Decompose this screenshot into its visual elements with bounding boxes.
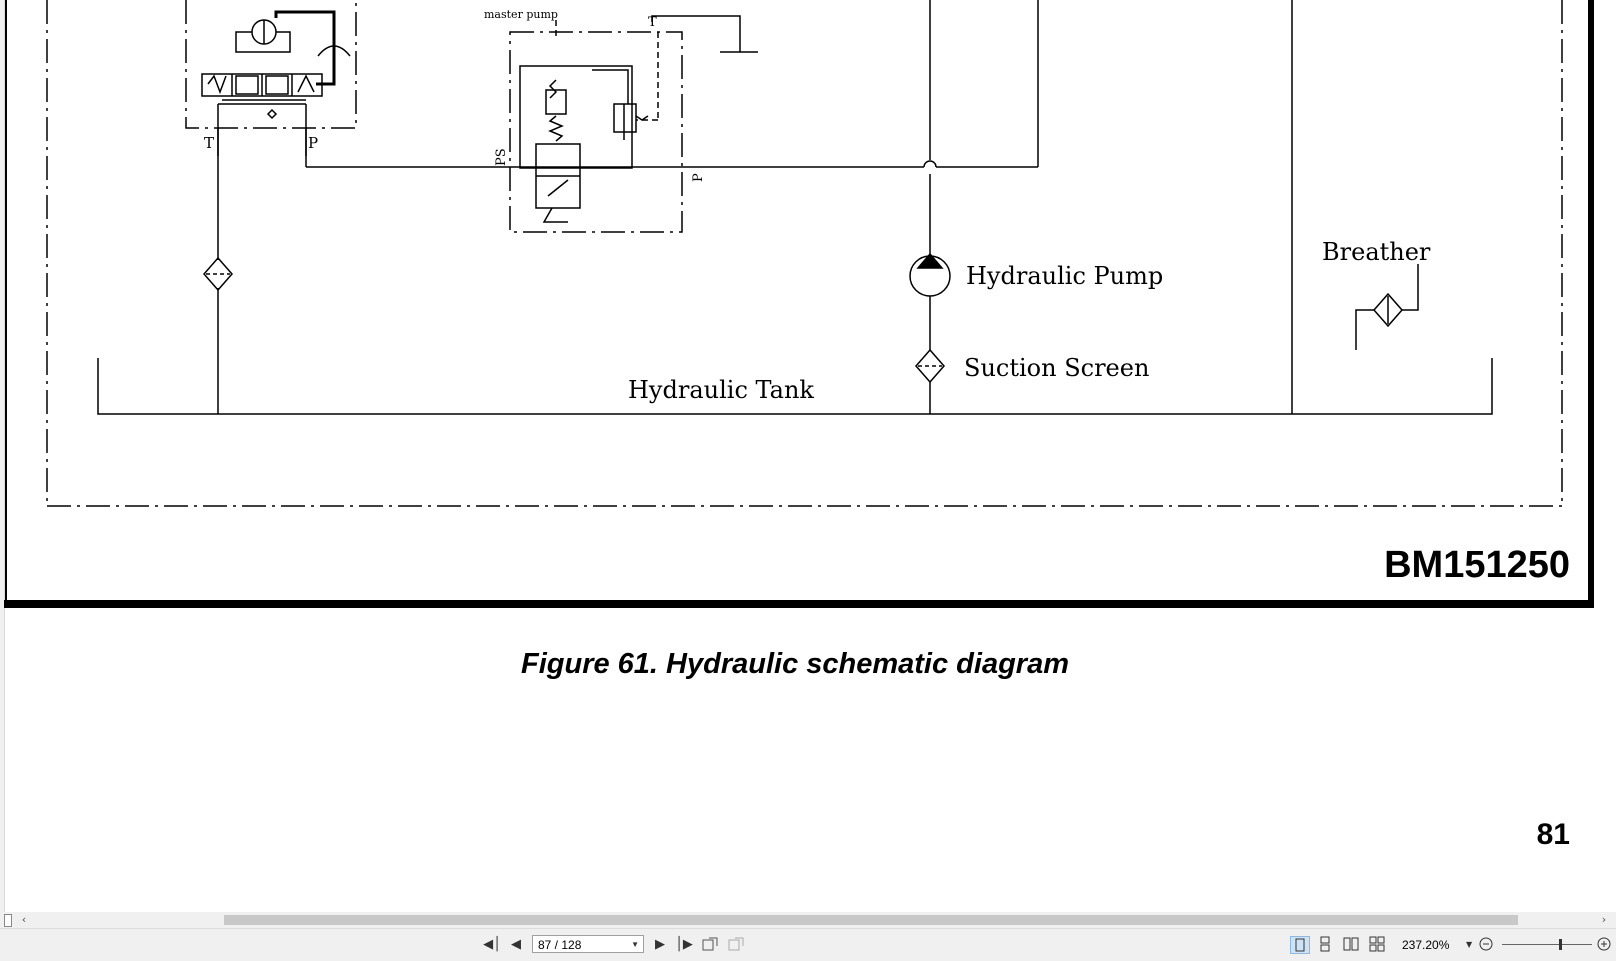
hydraulic-pump-label: Hydraulic Pump [966, 262, 1163, 290]
return-filter [203, 256, 233, 292]
page-indicator: 87 / 128 [538, 938, 582, 952]
previous-view-icon[interactable] [700, 936, 720, 954]
horizontal-scrollbar[interactable]: ‹ › [0, 912, 1616, 928]
drawing-frame [4, 0, 1594, 608]
navigation-toolbar: ◀│ ◀ 87 / 128 ▼ ▶ │▶ 237.20% ▼ [0, 928, 1616, 961]
first-page-icon[interactable]: ◀│ [483, 937, 501, 952]
continuous-facing-view-icon[interactable] [1368, 936, 1388, 954]
last-page-icon[interactable]: │▶ [675, 937, 693, 952]
breather-label: Breather [1322, 238, 1431, 266]
port-p-valve-label: P [691, 173, 706, 182]
zoom-out-icon[interactable] [1476, 936, 1496, 954]
drawing-number: BM151250 [1384, 544, 1570, 586]
left-panel-edge [0, 0, 5, 912]
next-view-icon[interactable] [726, 936, 746, 954]
scroll-left-icon[interactable]: ‹ [21, 913, 27, 926]
suction-screen-symbol [915, 348, 945, 414]
zoom-level[interactable]: 237.20% [1402, 938, 1450, 952]
control-valve-block [185, 0, 357, 156]
hydraulic-pump-symbol [909, 252, 951, 350]
zoom-dropdown-icon[interactable]: ▼ [1466, 940, 1473, 949]
continuous-view-icon[interactable] [1316, 936, 1336, 954]
page-number: 81 [1536, 818, 1570, 851]
prev-page-icon[interactable]: ◀ [511, 937, 521, 952]
pdf-page: master pump T T P PS P Hydraulic Pump Su… [4, 0, 1594, 851]
master-pump-valve [509, 15, 758, 233]
hydraulic-tank-outline [97, 358, 1493, 415]
breather-symbol [1355, 264, 1419, 350]
port-ps-label: PS [494, 148, 509, 166]
pressure-lines [217, 0, 1293, 414]
scrollbar-thumb[interactable] [224, 915, 1518, 925]
single-page-view-icon[interactable] [1290, 936, 1310, 954]
hydraulic-tank-label: Hydraulic Tank [628, 376, 814, 404]
port-t-top-label: T [648, 15, 657, 30]
port-p-left-label: P [308, 134, 318, 152]
system-boundary [46, 0, 1563, 507]
next-page-icon[interactable]: ▶ [655, 937, 665, 952]
zoom-slider-thumb[interactable] [1559, 939, 1562, 950]
scroll-right-icon[interactable]: › [1601, 913, 1607, 926]
facing-view-icon[interactable] [1342, 936, 1362, 954]
chevron-down-icon[interactable]: ▼ [631, 940, 639, 949]
page-number-input[interactable]: 87 / 128 ▼ [532, 935, 644, 953]
scroll-corner-box [4, 914, 12, 927]
master-pump-label: master pump [484, 8, 558, 21]
document-viewport[interactable]: master pump T T P PS P Hydraulic Pump Su… [0, 0, 1616, 912]
port-t-left-label: T [204, 134, 214, 152]
hydraulic-schematic-drawing: master pump T T P PS P Hydraulic Pump Su… [4, 0, 1594, 608]
figure-caption: Figure 61. Hydraulic schematic diagram [521, 648, 1069, 680]
suction-screen-label: Suction Screen [964, 354, 1149, 382]
zoom-in-icon[interactable] [1594, 936, 1614, 954]
zoom-slider-track[interactable] [1502, 944, 1592, 945]
